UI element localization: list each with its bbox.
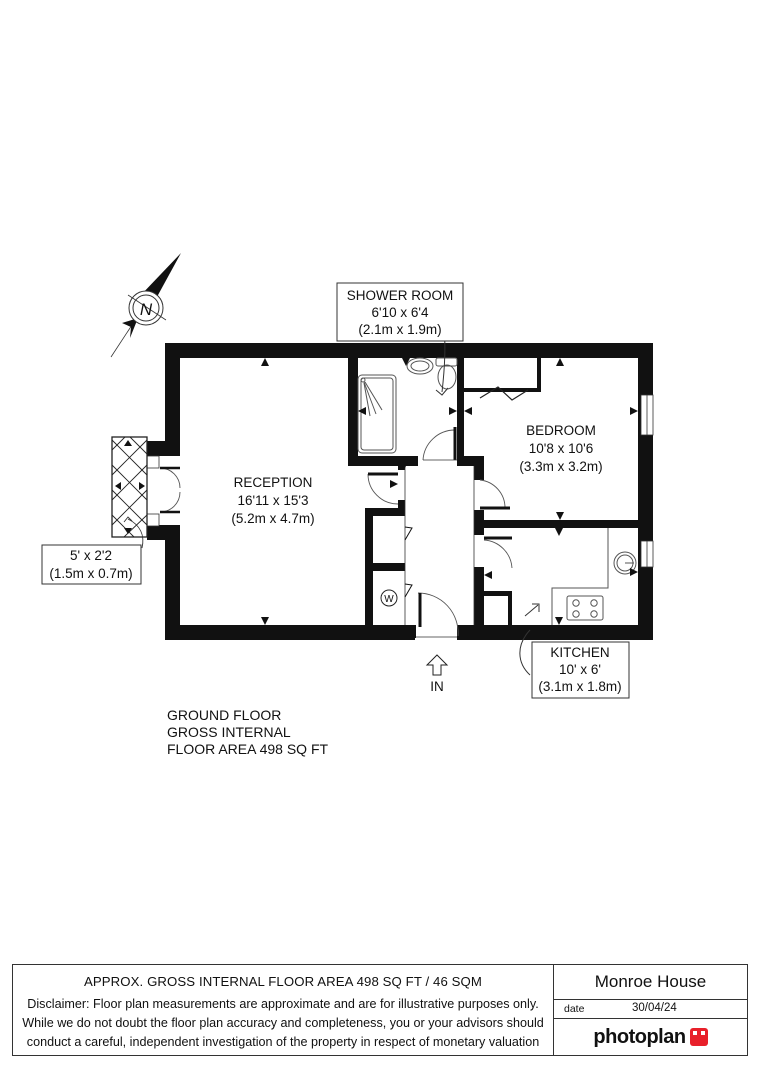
disclaimer-line: While we do not doubt the floor plan acc… <box>22 1016 544 1030</box>
balcony <box>111 436 148 549</box>
balcony-callout: 5' x 2'2 (1.5m x 0.7m) <box>41 544 142 585</box>
room-size-metric: (5.2m x 4.7m) <box>231 511 314 526</box>
wardrobe <box>464 358 541 401</box>
footer-info-section: Monroe House date 30/04/24 photoplan <box>554 965 747 1055</box>
balcony-size-imperial: 5' x 2'2 <box>70 548 112 563</box>
disclaimer-text: Disclaimer: Floor plan measurements are … <box>13 995 553 1052</box>
property-name: Monroe House <box>554 965 747 1000</box>
floor-area-label: GROSS INTERNAL <box>167 724 291 740</box>
floor-area-summary: GROUND FLOOR GROSS INTERNAL FLOOR AREA 4… <box>167 707 328 758</box>
windows <box>146 394 654 568</box>
footer-disclaimer-section: APPROX. GROSS INTERNAL FLOOR AREA 498 SQ… <box>13 965 554 1055</box>
disclaimer-line: Disclaimer: Floor plan measurements are … <box>27 997 539 1011</box>
room-kitchen: KITCHEN 10' x 6' (3.1m x 1.8m) <box>531 641 630 699</box>
compass-label: N <box>140 300 153 319</box>
room-name: RECEPTION <box>234 475 313 490</box>
room-size-imperial: 10' x 6' <box>559 662 601 677</box>
room-shower-room: SHOWER ROOM 6'10 x 6'4 (2.1m x 1.9m) <box>336 282 464 342</box>
disclaimer-line: conduct a careful, independent investiga… <box>26 1035 540 1049</box>
floor-name: GROUND FLOOR <box>167 707 282 723</box>
entrance-arrow-icon <box>425 654 449 676</box>
floor-area-value: FLOOR AREA 498 SQ FT <box>167 741 329 757</box>
room-size-imperial: 6'10 x 6'4 <box>372 305 429 320</box>
photoplan-logo: photoplan <box>554 1019 747 1055</box>
room-reception: RECEPTION 16'11 x 15'3 (5.2m x 4.7m) <box>231 475 314 526</box>
room-bedroom: BEDROOM 10'8 x 10'6 (3.3m x 3.2m) <box>519 423 602 474</box>
footer-panel: APPROX. GROSS INTERNAL FLOOR AREA 498 SQ… <box>12 964 748 1056</box>
washer-icon: W <box>380 589 398 607</box>
walls <box>147 343 653 640</box>
date-value: 30/04/24 <box>632 1002 677 1014</box>
room-size-metric: (3.1m x 1.8m) <box>538 679 621 694</box>
room-name: KITCHEN <box>550 645 609 660</box>
balcony-doors <box>159 466 181 514</box>
logo-text: photoplan <box>593 1025 686 1048</box>
room-name: BEDROOM <box>526 423 596 438</box>
room-size-imperial: 16'11 x 15'3 <box>238 493 309 508</box>
room-size-metric: (2.1m x 1.9m) <box>358 322 441 337</box>
floor-plan: N <box>41 253 654 699</box>
washer-label: W <box>384 594 394 605</box>
dimension-arrows <box>261 358 638 625</box>
date-row: date 30/04/24 <box>554 1000 747 1019</box>
entrance-label: IN <box>430 679 444 694</box>
room-size-metric: (3.3m x 3.2m) <box>519 459 602 474</box>
date-label: date <box>564 1003 585 1015</box>
room-size-imperial: 10'8 x 10'6 <box>529 441 593 456</box>
balcony-size-metric: (1.5m x 0.7m) <box>49 566 132 581</box>
gross-area-text: APPROX. GROSS INTERNAL FLOOR AREA 498 SQ… <box>83 974 482 989</box>
photoplan-logo-icon <box>689 1028 708 1046</box>
kitchen-fixtures <box>519 528 637 676</box>
doors <box>367 427 513 638</box>
room-name: SHOWER ROOM <box>347 288 454 303</box>
compass-north-icon: N <box>110 253 181 358</box>
